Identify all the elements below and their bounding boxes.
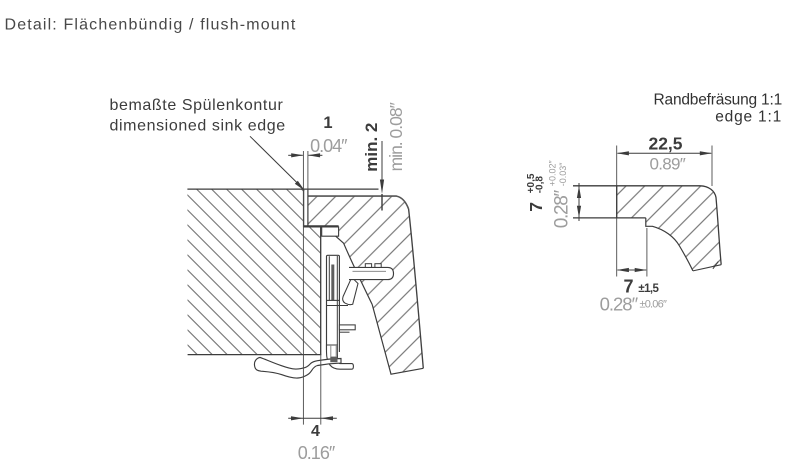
svg-text:0.28″: 0.28″: [552, 190, 573, 229]
svg-text:min. 0.08″: min. 0.08″: [386, 102, 406, 171]
svg-text:min. 2: min. 2: [362, 123, 381, 172]
svg-text:0.89″: 0.89″: [649, 155, 685, 174]
svg-text:±1,5: ±1,5: [638, 283, 659, 295]
svg-text:0.04″: 0.04″: [310, 136, 348, 156]
svg-text:4: 4: [311, 423, 320, 440]
svg-text:dimensioned sink edge: dimensioned sink edge: [110, 118, 286, 135]
svg-text:Detail: Flächenbündig / flush-: Detail: Flächenbündig / flush-mount: [5, 17, 297, 34]
svg-text:7: 7: [526, 202, 546, 212]
svg-text:7: 7: [623, 277, 633, 297]
svg-text:0.28″: 0.28″: [600, 293, 639, 314]
svg-text:22,5: 22,5: [648, 134, 682, 154]
svg-text:1: 1: [323, 114, 332, 132]
svg-text:-0,8: -0,8: [535, 176, 546, 194]
svg-text:Randbefräsung 1:1: Randbefräsung 1:1: [654, 92, 782, 109]
svg-text:bemaßte Spülenkontur: bemaßte Spülenkontur: [110, 97, 284, 114]
svg-text:edge 1:1: edge 1:1: [715, 109, 782, 126]
svg-text:±0.06″: ±0.06″: [640, 299, 667, 311]
svg-text:-0.03″: -0.03″: [558, 162, 568, 187]
svg-text:+0,5: +0,5: [526, 173, 537, 193]
svg-text:+0.02″: +0.02″: [548, 160, 558, 187]
svg-text:0.16″: 0.16″: [298, 443, 336, 463]
